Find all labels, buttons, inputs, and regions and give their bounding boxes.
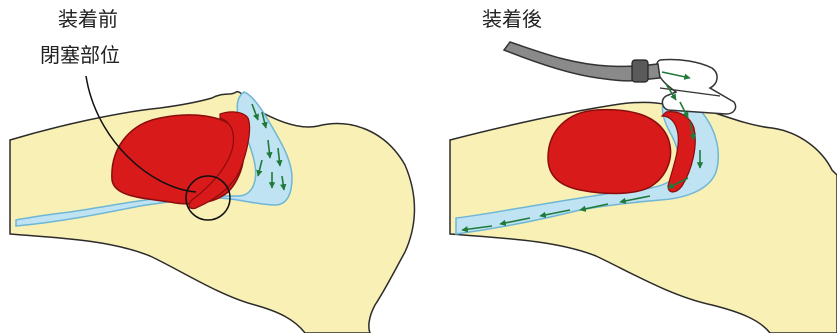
before-panel [10, 76, 414, 333]
hose-connector [632, 60, 648, 82]
tongue-after [548, 110, 671, 194]
after-panel [450, 42, 837, 333]
